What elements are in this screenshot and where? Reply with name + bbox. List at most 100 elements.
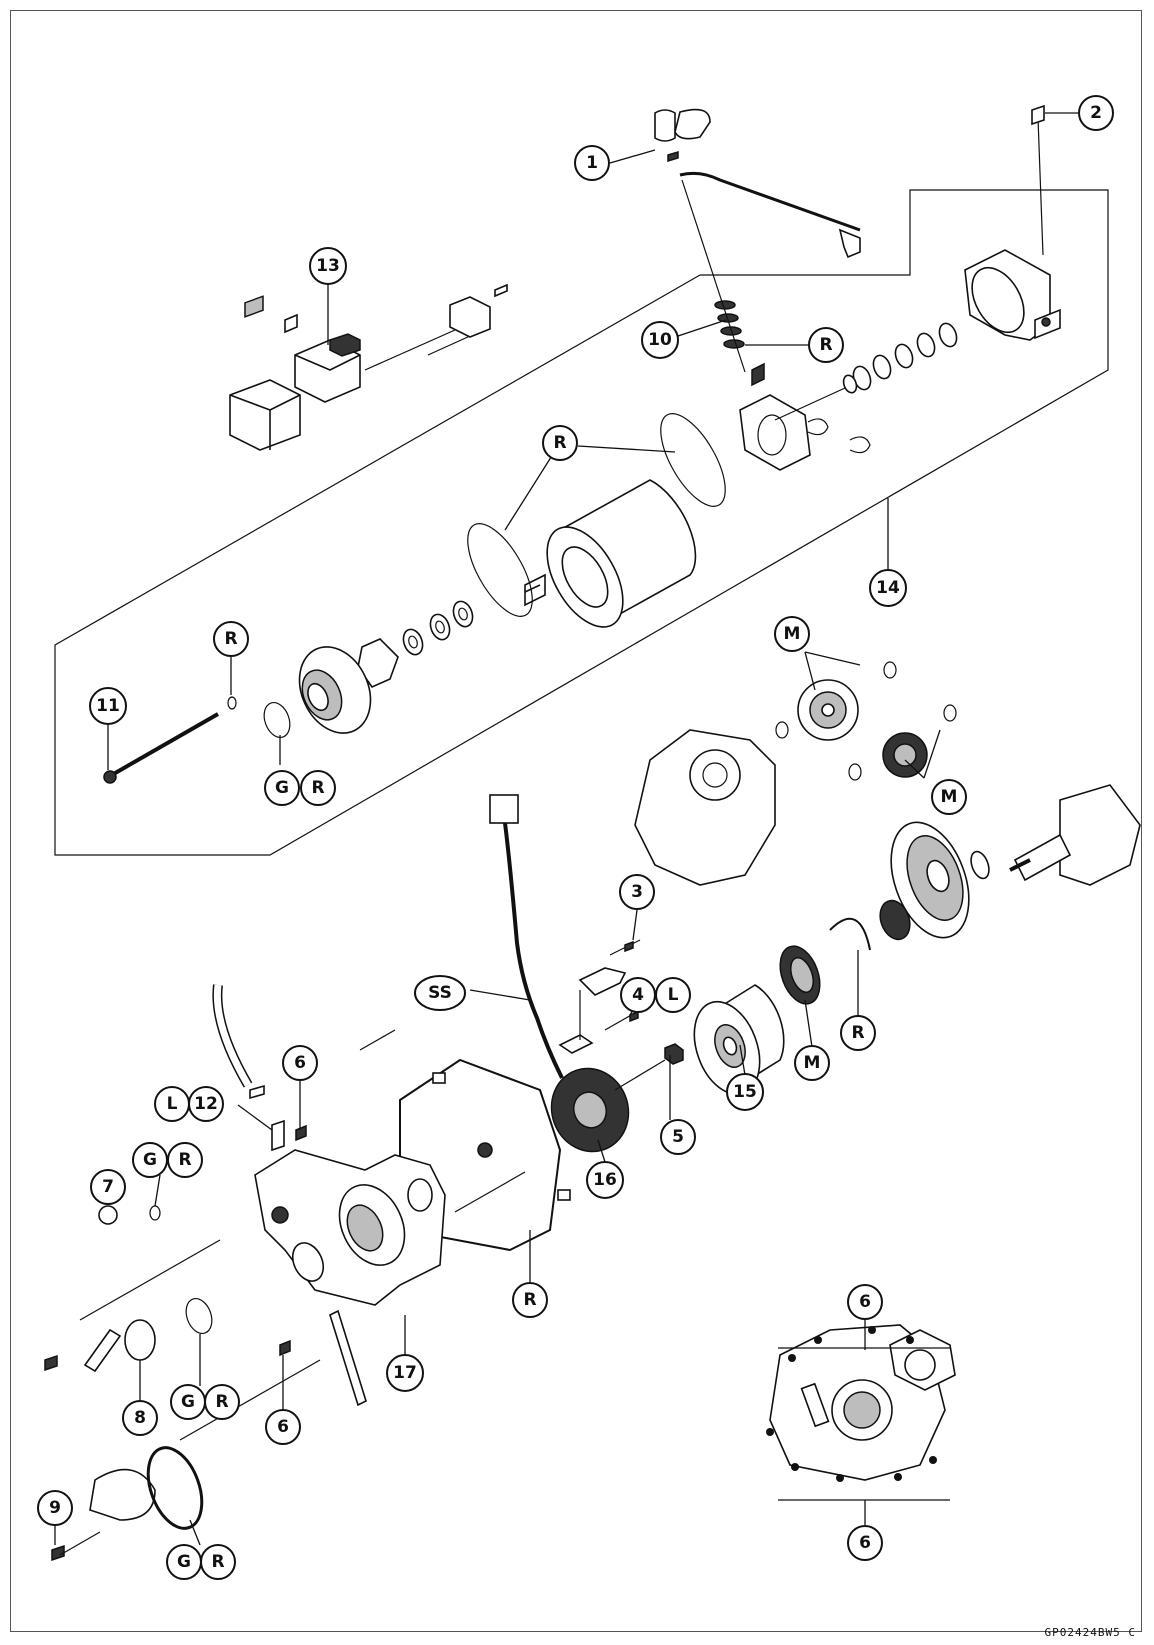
gear-case [634, 729, 776, 886]
starter-clutch-gear [890, 821, 970, 939]
svg-text:R: R [211, 1552, 224, 1572]
long-bolt [103, 712, 219, 784]
callout-8: 8 [122, 1400, 158, 1436]
stator-axis [614, 1059, 666, 1091]
callout-g-1: G [264, 770, 300, 806]
svg-text:6: 6 [294, 1053, 306, 1073]
callout-m-2: M [931, 779, 967, 815]
bolt-6-upper [295, 1124, 307, 1142]
gear-washer-2 [943, 704, 957, 722]
callout-r-5: R [840, 1015, 876, 1051]
cover-o-ring [146, 1446, 204, 1530]
callout-2: 2 [1078, 95, 1114, 131]
brush-clip-2 [849, 436, 871, 454]
idler-gear-upper [797, 679, 859, 741]
stator-wiring [489, 794, 564, 1079]
starter-rear-cover [964, 249, 1061, 341]
svg-text:L: L [167, 1094, 178, 1114]
svg-text:R: R [553, 433, 566, 453]
svg-text:R: R [215, 1392, 228, 1412]
bolt-left [44, 1354, 58, 1372]
bolt-9 [51, 1544, 65, 1562]
svg-text:13: 13 [316, 256, 340, 276]
axis-e [179, 1359, 321, 1441]
svg-text:6: 6 [277, 1417, 289, 1437]
starter-front-cover [298, 646, 372, 734]
svg-text:7: 7 [102, 1177, 114, 1197]
o-ring-gr [263, 701, 291, 739]
axis-a [359, 1029, 396, 1051]
drawing-code: GP02424BW5 C [1044, 1626, 1136, 1639]
bolt-2 [1031, 104, 1045, 126]
svg-text:16: 16 [593, 1170, 617, 1190]
svg-text:SS: SS [428, 983, 452, 1003]
callout-g-3: G [170, 1384, 206, 1420]
callout-r-9: R [200, 1544, 236, 1580]
starter-washers-right [842, 322, 958, 394]
callout-r-2: R [542, 425, 578, 461]
callout-1: 1 [574, 145, 610, 181]
breather-fitting [271, 1119, 285, 1152]
axis-b [454, 1171, 526, 1213]
brush-plate [739, 362, 811, 471]
callout-6-c: 6 [847, 1284, 883, 1320]
axis-d [59, 1531, 101, 1556]
axis-c [79, 1239, 221, 1321]
callout-14: 14 [869, 569, 907, 607]
callout-r-3: R [213, 621, 249, 657]
small-cover-9 [89, 1468, 156, 1521]
callout-m-1: M [774, 616, 810, 652]
callout-ss: SS [414, 975, 466, 1011]
svg-text:G: G [181, 1392, 195, 1412]
idler-gear-lower [882, 732, 928, 778]
timing-cap-o-ring [185, 1297, 213, 1335]
starter-o-ring-front [467, 523, 533, 617]
callout-13: 13 [309, 247, 347, 285]
callout-6-b: 6 [265, 1409, 301, 1445]
svg-text:G: G [177, 1552, 191, 1572]
callout-r-1: R [808, 327, 844, 363]
diagram-frame [10, 10, 1142, 1632]
svg-text:12: 12 [194, 1094, 218, 1114]
starter-washers-left [402, 600, 474, 656]
svg-text:6: 6 [859, 1533, 871, 1553]
clutch-washer [970, 850, 990, 880]
callout-10: 10 [641, 321, 679, 359]
bolt-2-axis [1037, 117, 1044, 256]
svg-text:14: 14 [876, 578, 900, 598]
callout-12-l: L [154, 1086, 190, 1122]
svg-text:M: M [941, 787, 958, 807]
starter-o-ring-rear [660, 413, 726, 507]
svg-text:1: 1 [586, 153, 598, 173]
callout-9: 9 [37, 1490, 73, 1526]
svg-text:8: 8 [134, 1408, 146, 1428]
callout-4-l: L [655, 977, 691, 1013]
plug-7 [98, 1205, 118, 1225]
callout-g-2: G [132, 1142, 168, 1178]
circlip [829, 917, 871, 951]
svg-text:G: G [143, 1150, 157, 1170]
svg-text:R: R [819, 335, 832, 355]
svg-text:10: 10 [648, 330, 672, 350]
svg-text:M: M [784, 624, 801, 644]
svg-text:L: L [668, 985, 679, 1005]
gear-washer-4 [848, 763, 862, 781]
svg-text:3: 3 [631, 882, 643, 902]
starter-axis-right [774, 387, 846, 421]
starter-cable [654, 108, 861, 259]
callout-r-7: R [512, 1282, 548, 1318]
svg-text:G: G [275, 778, 289, 798]
callout-g-4: G [166, 1544, 202, 1580]
callout-16: 16 [586, 1161, 624, 1199]
svg-text:R: R [311, 778, 324, 798]
spring-stack [714, 300, 745, 349]
stator [550, 1067, 630, 1153]
svg-text:M: M [804, 1053, 821, 1073]
callout-r-6: R [167, 1142, 203, 1178]
flywheel-rotor [693, 984, 785, 1096]
svg-text:R: R [178, 1150, 191, 1170]
svg-text:17: 17 [393, 1363, 417, 1383]
svg-text:15: 15 [733, 1082, 757, 1102]
terminal-axis [681, 179, 746, 373]
